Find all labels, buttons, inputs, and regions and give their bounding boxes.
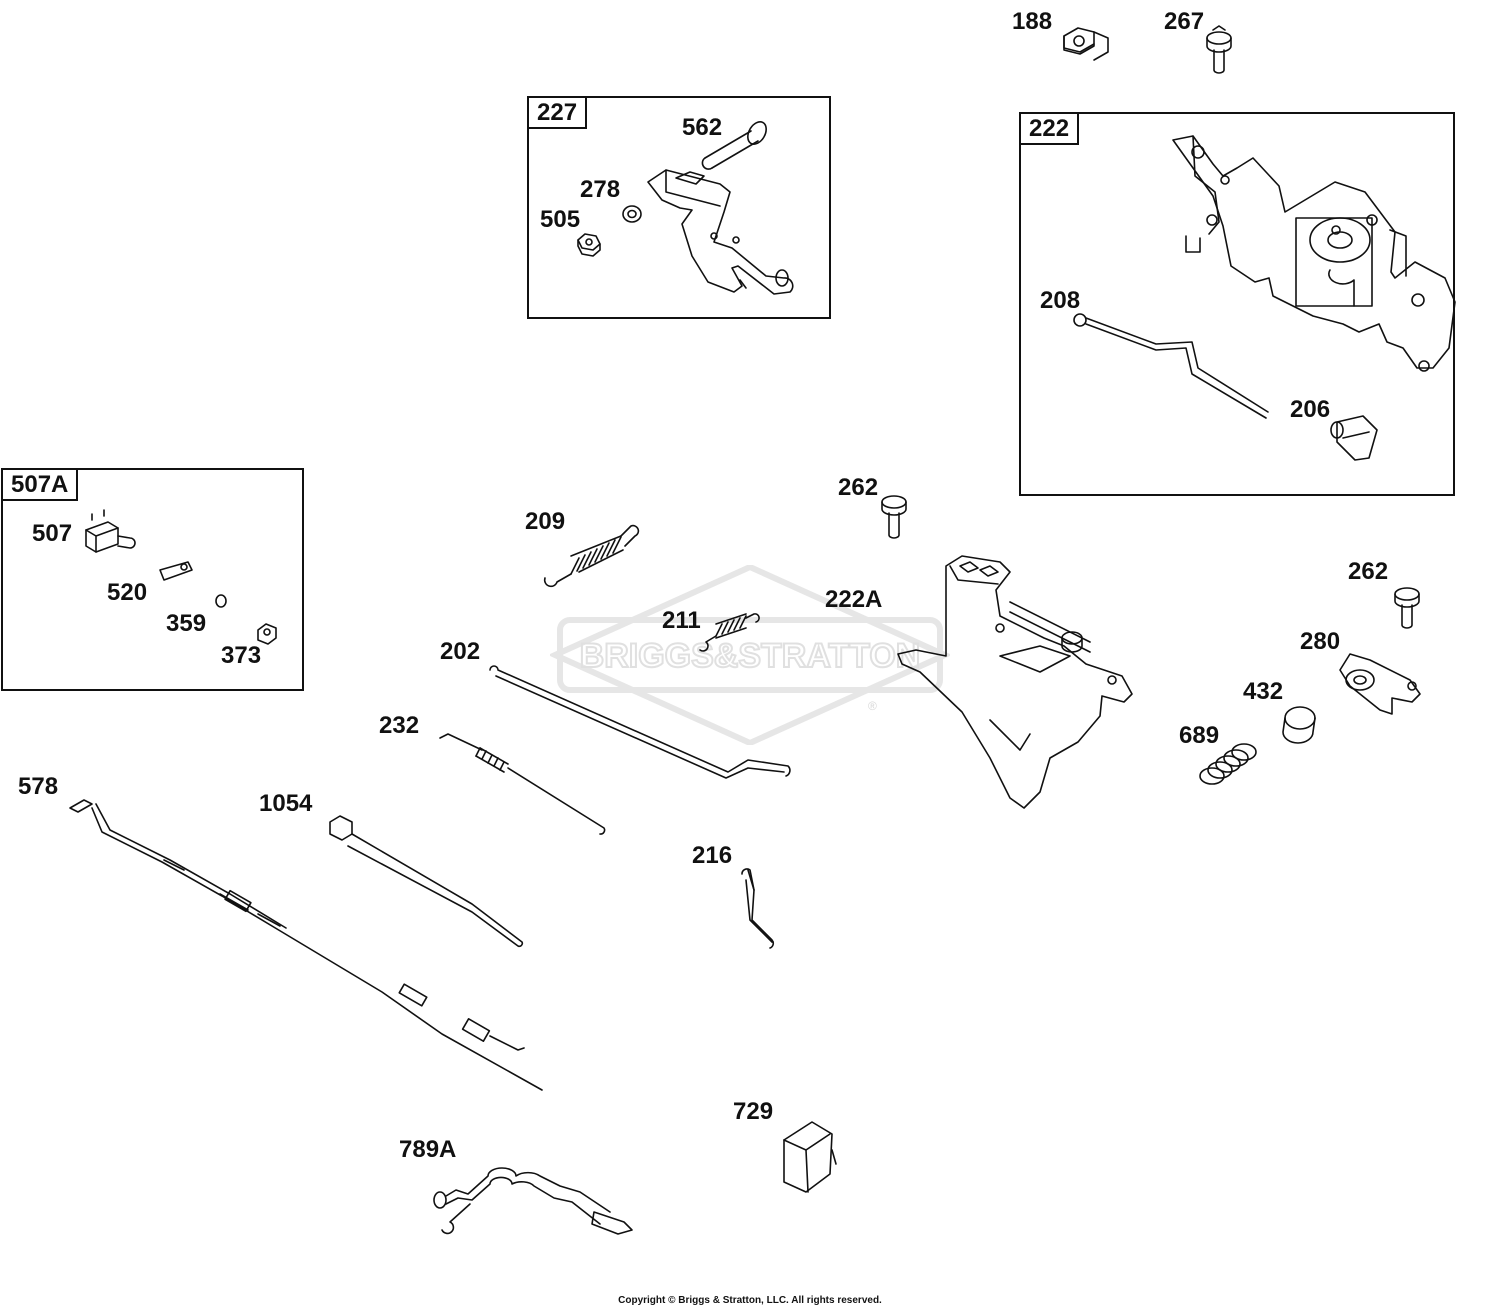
label-520: 520 xyxy=(107,579,148,606)
label-1054: 1054 xyxy=(259,790,313,817)
label-507: 507 xyxy=(32,520,73,547)
part-562-pin xyxy=(702,119,770,169)
part-206-knob xyxy=(1331,416,1377,460)
watermark-brand-amp: & xyxy=(714,637,739,675)
group-box-507A: 507A xyxy=(1,468,304,691)
watermark-reg: ® xyxy=(868,699,877,713)
part-505-nut xyxy=(578,234,600,256)
part-689-spring xyxy=(1200,744,1256,784)
part-267-bolt xyxy=(1207,26,1231,73)
part-222A-control-panel xyxy=(898,556,1132,808)
group-box-227: 227 xyxy=(527,96,831,319)
part-188-flange-nut xyxy=(1064,28,1108,60)
part-280-bracket xyxy=(1340,654,1420,714)
label-689: 689 xyxy=(1179,722,1220,749)
group-tag-227: 227 xyxy=(527,96,588,129)
part-520-plate xyxy=(160,562,192,580)
copyright-notice: Copyright © Briggs & Stratton, LLC. All … xyxy=(618,1295,882,1306)
label-208: 208 xyxy=(1040,287,1081,314)
label-729: 729 xyxy=(733,1098,774,1125)
part-507-switch xyxy=(86,510,135,552)
part-1054-cable-tie xyxy=(330,816,522,946)
part-432-ring xyxy=(1283,707,1315,743)
label-789A: 789A xyxy=(399,1136,457,1163)
label-202: 202 xyxy=(440,638,481,665)
label-216: 216 xyxy=(692,842,733,869)
label-578: 578 xyxy=(18,773,59,800)
part-373-nut xyxy=(258,624,276,644)
group-tag-507A: 507A xyxy=(1,468,79,501)
part-262-bolt-upper xyxy=(882,496,906,538)
label-232: 232 xyxy=(379,712,420,739)
svg-text:BRIGGS&STRATTON: BRIGGS&STRATTON xyxy=(580,637,921,675)
label-206: 206 xyxy=(1290,396,1331,423)
part-359-lockwasher xyxy=(216,595,226,607)
part-208-link-rod xyxy=(1074,314,1268,418)
label-262-upper: 262 xyxy=(838,474,879,501)
part-578-wire-harness xyxy=(70,800,542,1090)
label-562: 562 xyxy=(682,114,723,141)
label-432: 432 xyxy=(1243,678,1284,705)
label-209: 209 xyxy=(525,508,566,535)
label-188: 188 xyxy=(1012,8,1053,35)
part-729-cover xyxy=(784,1122,836,1192)
watermark-brand-left: BRIGGS xyxy=(580,637,714,675)
label-262-right: 262 xyxy=(1348,558,1389,585)
watermark-brand-right: STRATTON xyxy=(738,637,920,675)
part-227-bracket xyxy=(648,170,793,294)
part-232-spring-rod xyxy=(440,734,605,834)
label-222A: 222A xyxy=(825,586,883,613)
part-202-rod xyxy=(490,666,790,778)
label-267: 267 xyxy=(1164,8,1205,35)
label-505: 505 xyxy=(540,206,581,233)
label-373: 373 xyxy=(221,642,262,669)
label-278: 278 xyxy=(580,176,621,203)
label-211: 211 xyxy=(662,607,701,634)
part-789A-wire xyxy=(434,1168,632,1234)
part-222-control-bracket xyxy=(1173,136,1455,371)
part-211-spring xyxy=(700,614,759,651)
part-278-washer xyxy=(623,206,641,222)
part-262-bolt-right xyxy=(1395,588,1419,628)
label-359: 359 xyxy=(166,610,207,637)
part-216-link xyxy=(742,869,773,948)
group-tag-222: 222 xyxy=(1019,112,1080,145)
group-box-222: 222 xyxy=(1019,112,1455,496)
part-209-spring xyxy=(545,526,639,587)
label-280: 280 xyxy=(1300,628,1341,655)
briggs-stratton-watermark: BRIGGS&STRATTON ® xyxy=(550,565,950,745)
